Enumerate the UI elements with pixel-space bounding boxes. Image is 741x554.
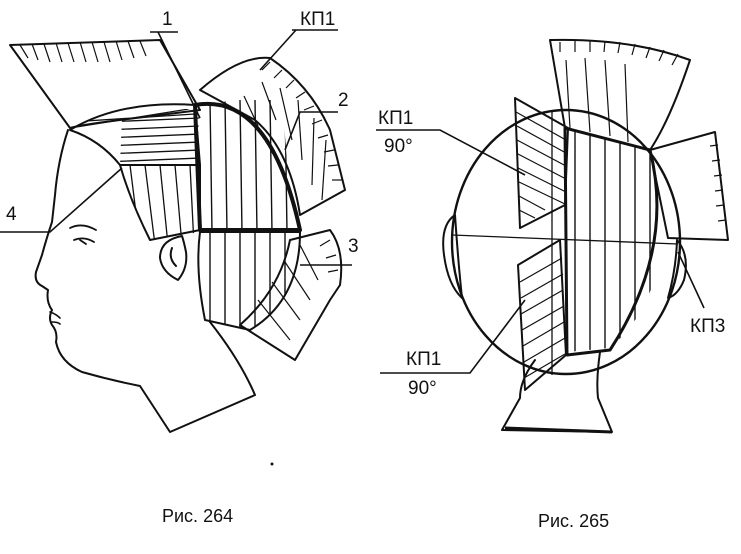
right-fan-265	[649, 131, 729, 241]
strand-fan-lower	[239, 229, 343, 361]
caption-265: Рис. 265	[538, 511, 609, 531]
strand-fan-upper	[199, 56, 346, 216]
leader-lines-264	[0, 29, 352, 266]
leader-lines-265	[376, 129, 705, 374]
right-ear	[667, 239, 687, 299]
head-outline	[450, 108, 682, 376]
figure-265: КП1 90° КП1 90° КП3 Рис. 265	[376, 38, 729, 531]
lips	[49, 311, 61, 325]
label-kp1-264: КП1	[300, 9, 335, 30]
caption-264: Рис. 264	[162, 506, 233, 526]
stray-dot	[270, 462, 274, 466]
label-1: 1	[162, 9, 173, 30]
top-fan-265	[549, 38, 691, 151]
label-4: 4	[6, 204, 17, 225]
left-ear	[442, 214, 463, 299]
label-3: 3	[348, 236, 359, 257]
section-left-lower	[119, 164, 201, 241]
figure-264: 1 КП1 2 3 4 Рис. 264	[0, 9, 359, 526]
ear	[159, 235, 188, 281]
kp1-upper-section	[514, 97, 569, 229]
label-angle-top: 90°	[384, 136, 413, 157]
neck-outline	[501, 351, 613, 433]
eyebrow	[69, 224, 97, 231]
kp1-lower-section	[517, 239, 567, 391]
head-profile-outline	[34, 129, 256, 433]
label-kp1-top: КП1	[378, 108, 413, 129]
section-1-panel	[193, 99, 302, 232]
label-angle-bottom: 90°	[408, 378, 437, 399]
label-kp3: КП3	[690, 316, 725, 337]
eye	[73, 237, 95, 245]
section-nape	[197, 231, 301, 331]
neck-base	[504, 426, 613, 434]
label-kp1-bottom: КП1	[406, 349, 441, 370]
label-2: 2	[338, 90, 349, 111]
